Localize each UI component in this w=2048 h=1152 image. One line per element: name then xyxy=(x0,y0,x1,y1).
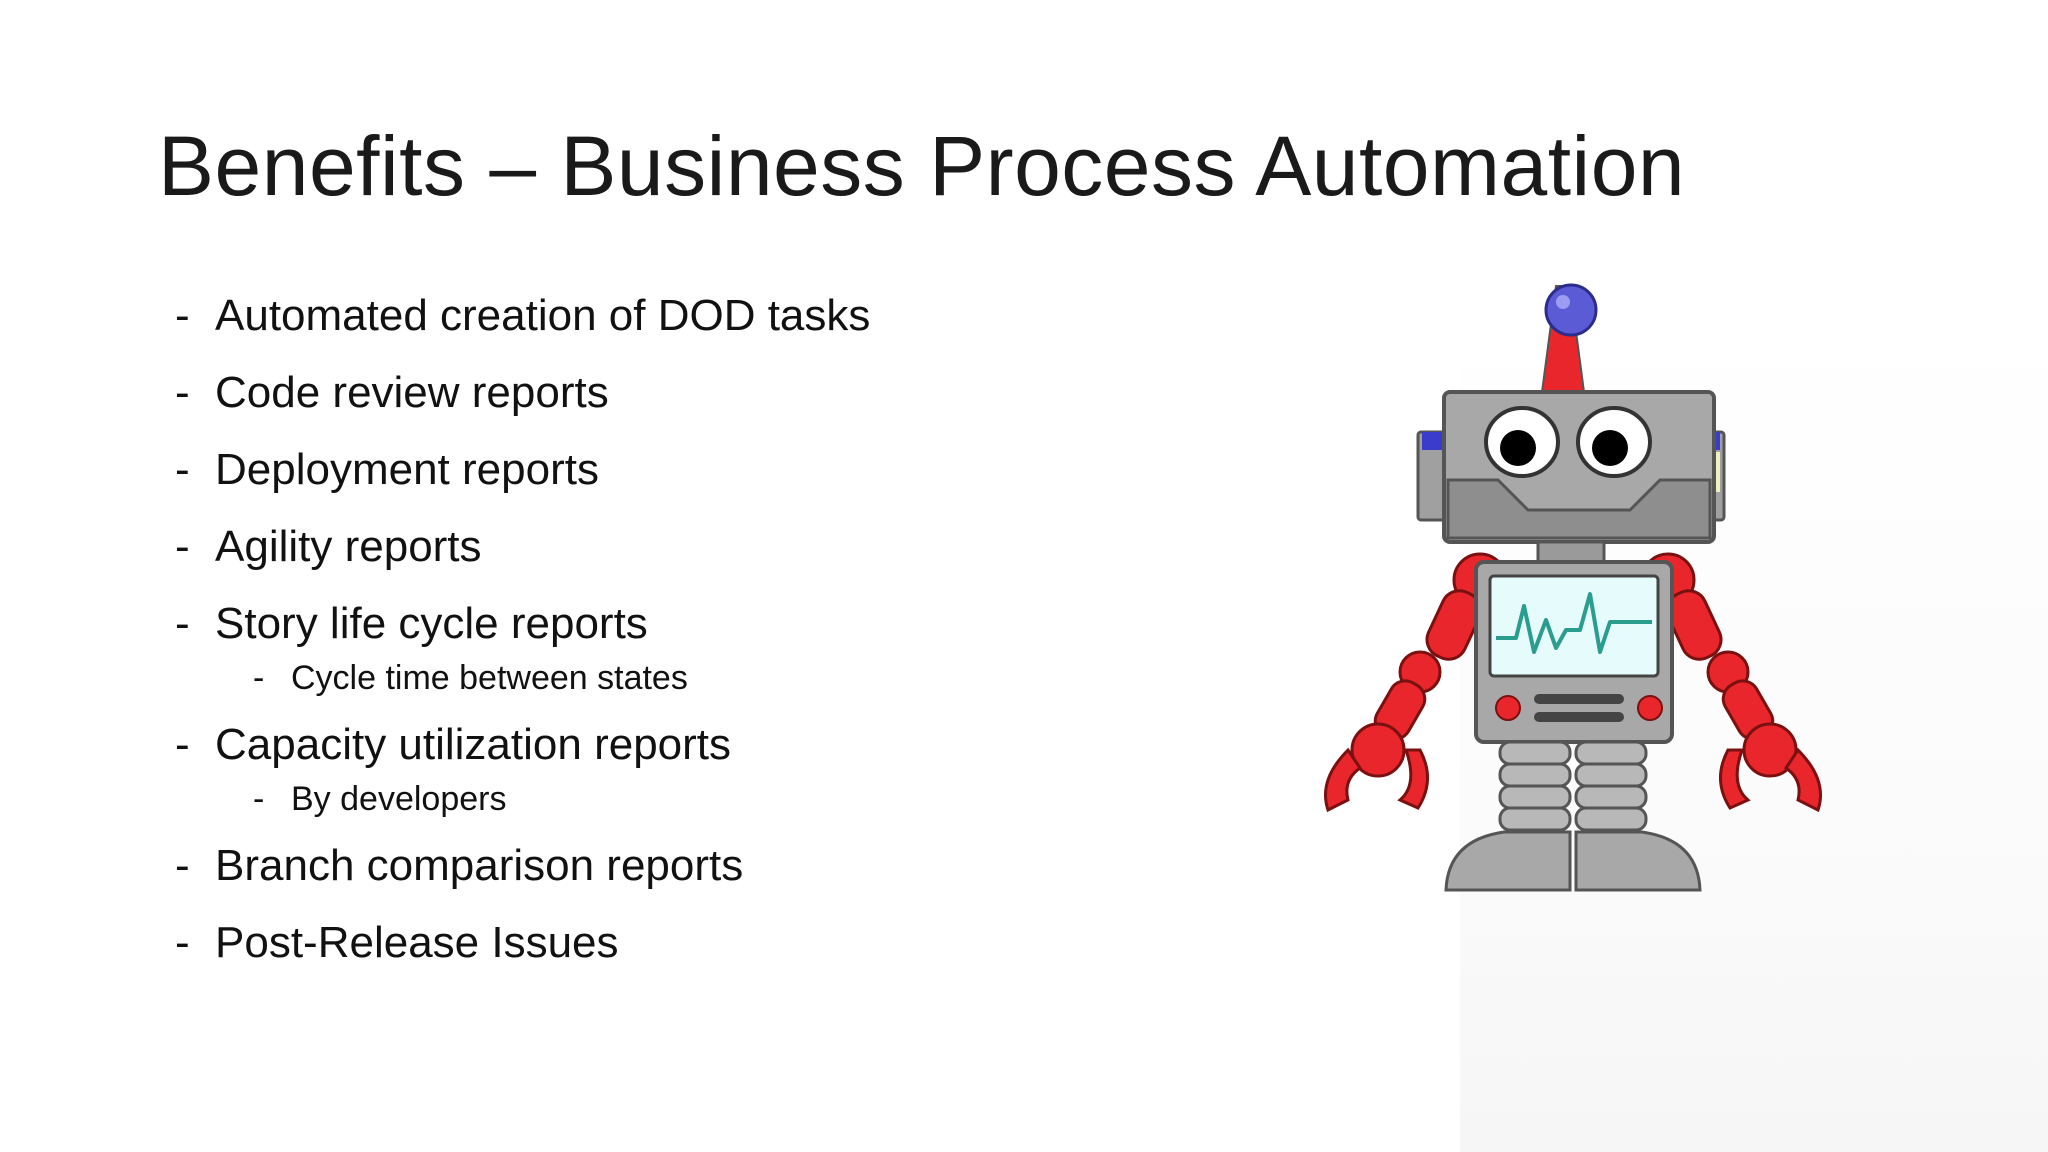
bullet-item: - Code review reports xyxy=(175,362,1175,439)
bullet-text: Automated creation of DOD tasks xyxy=(215,291,871,340)
bullet-text: Post-Release Issues xyxy=(215,918,619,967)
bullet-marker: - xyxy=(175,599,190,648)
sub-bullet-item: - Cycle time between states xyxy=(175,656,1175,712)
bullet-marker: - xyxy=(253,659,265,697)
bullet-list: - Automated creation of DOD tasks - Code… xyxy=(175,285,1175,989)
bullet-text: Deployment reports xyxy=(215,445,599,494)
robot-feet xyxy=(1444,830,1702,892)
sub-bullet-item: - By developers xyxy=(175,777,1175,833)
bullet-item: - Story life cycle reports xyxy=(175,593,1175,670)
bullet-marker: - xyxy=(175,720,190,769)
bullet-text: Capacity utilization reports xyxy=(215,720,732,769)
bullet-marker: - xyxy=(175,918,190,967)
bullet-item: - Automated creation of DOD tasks xyxy=(175,285,1175,362)
bullet-marker: - xyxy=(175,522,190,571)
robot-head xyxy=(1442,390,1716,544)
bullet-marker: - xyxy=(253,780,265,818)
sub-bullet-text: Cycle time between states xyxy=(291,659,688,697)
bullet-marker: - xyxy=(175,291,190,340)
bullet-item: - Post-Release Issues xyxy=(175,912,1175,989)
bullet-item: - Deployment reports xyxy=(175,439,1175,516)
sub-bullet-text: By developers xyxy=(291,780,507,818)
bullet-marker: - xyxy=(175,368,190,417)
robot-legs xyxy=(1498,740,1648,832)
bullet-text: Branch comparison reports xyxy=(215,841,744,890)
robot-body xyxy=(1474,560,1674,744)
heart-monitor-screen xyxy=(1488,574,1660,678)
bullet-item: - Branch comparison reports xyxy=(175,835,1175,912)
bullet-item: - Capacity utilization reports xyxy=(175,714,1175,791)
bullet-text: Code review reports xyxy=(215,368,609,417)
bullet-item: - Agility reports xyxy=(175,516,1175,593)
bullet-text: Story life cycle reports xyxy=(215,599,648,648)
robot-illustration xyxy=(1324,283,1822,892)
slide-title: Benefits – Business Process Automation xyxy=(158,119,1686,213)
antenna xyxy=(1540,283,1598,393)
bullet-marker: - xyxy=(175,445,190,494)
bullet-marker: - xyxy=(175,841,190,890)
bullet-text: Agility reports xyxy=(215,522,482,571)
